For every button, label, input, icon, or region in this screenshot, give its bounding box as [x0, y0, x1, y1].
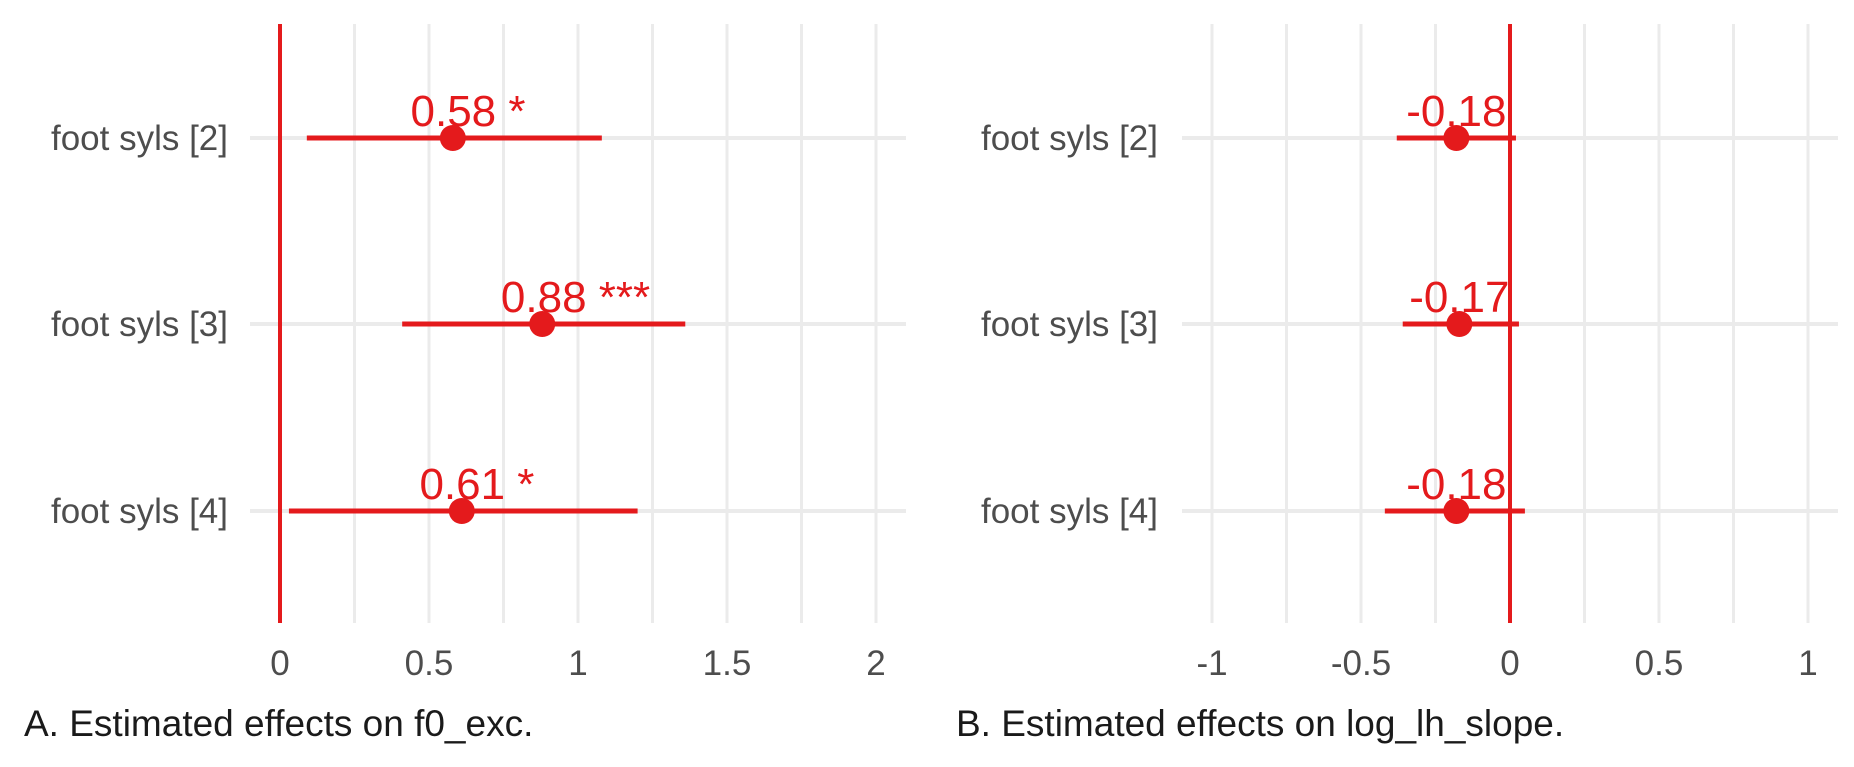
panel-a-marks: 0.58 * 0.88 *** 0.61 * [288, 87, 686, 524]
panel-b-x-tick-1: -1 [1196, 644, 1227, 683]
panel-b-marks: -0.18 -0.17 -0.18 [1384, 87, 1525, 524]
panel-a-x-tick-2: 0.5 [405, 644, 454, 683]
panel-a-x-tick-5: 2 [866, 644, 885, 683]
panel-b-point-1 [1443, 125, 1470, 151]
panel-a-x-ticks: 0 0.5 1 1.5 2 [270, 644, 885, 683]
panel-b-point-3 [1443, 498, 1470, 524]
panel-b-x-ticks: -1 -0.5 0 0.5 1 [1196, 644, 1817, 683]
panel-b-category-label-3: foot syls [4] [981, 492, 1158, 531]
panel-a-caption: A. Estimated effects on f0_exc. [24, 703, 533, 744]
panel-a-category-label-1: foot syls [2] [51, 119, 228, 158]
panel-a-category-label-2: foot syls [3] [51, 305, 228, 344]
panel-a-data-label-1: 0.58 * [411, 87, 526, 136]
panel-b-category-label-2: foot syls [3] [981, 305, 1158, 344]
panel-a-category-labels: foot syls [2] foot syls [3] foot syls [4] [51, 119, 228, 531]
panel-a-category-label-3: foot syls [4] [51, 492, 228, 531]
panel-b-data-label-3: -0.18 [1406, 460, 1506, 509]
panel-a-point-1 [439, 125, 466, 151]
panel-b-data-label-1: -0.18 [1406, 87, 1506, 136]
panel-a-point-2 [529, 311, 556, 337]
panel-a-x-tick-3: 1 [568, 644, 587, 683]
panel-b-data-label-2: -0.17 [1409, 273, 1509, 322]
panel-b-x-tick-3: 0 [1500, 644, 1519, 683]
panel-a-data-label-3: 0.61 * [419, 460, 534, 509]
panel-a-x-tick-1: 0 [270, 644, 289, 683]
panel-b-x-tick-2: -0.5 [1331, 644, 1391, 683]
panel-b-category-labels: foot syls [2] foot syls [3] foot syls [4] [981, 119, 1158, 531]
panel-b-x-tick-5: 1 [1798, 644, 1817, 683]
panel-b: -0.18-0.17-0.18 foot syls [2]foot syls [… [956, 24, 1838, 744]
panel-a-point-3 [448, 498, 475, 524]
panel-a-x-tick-4: 1.5 [703, 644, 752, 683]
panel-a: 0.58 *0.88 ***0.61 * foot syls [2]foot s… [24, 24, 906, 744]
panel-b-category-label-1: foot syls [2] [981, 119, 1158, 158]
panel-b-point-2 [1446, 311, 1473, 337]
panel-a-data-label-2: 0.88 *** [501, 273, 650, 322]
panel-b-caption: B. Estimated effects on log_lh_slope. [956, 703, 1564, 744]
panel-b-x-tick-4: 0.5 [1635, 644, 1684, 683]
